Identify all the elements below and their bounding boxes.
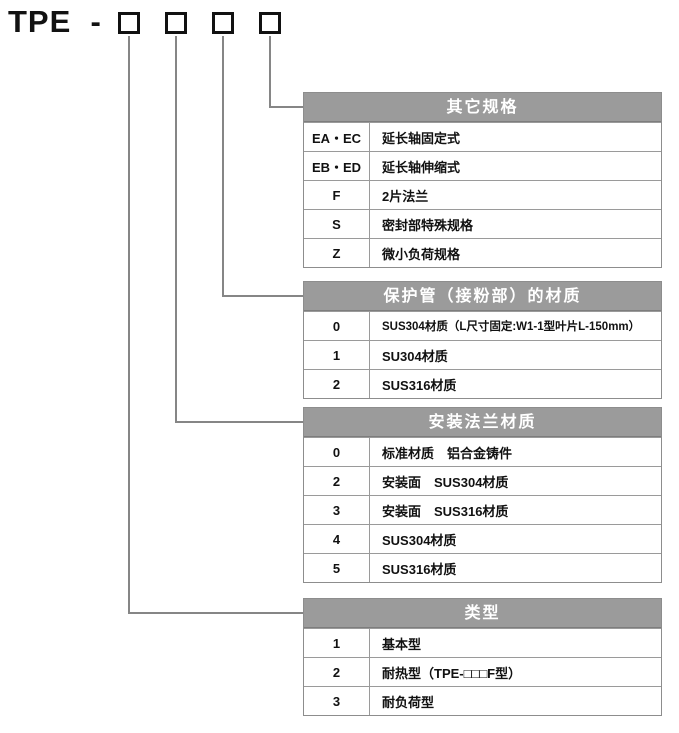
spec-description: SUS316材质	[382, 561, 457, 577]
model-code-box-4-other-spec	[259, 12, 281, 34]
table-row: 0 标准材质 铝合金铸件	[304, 437, 661, 466]
spec-code: 2	[304, 467, 370, 495]
spec-code: 0	[304, 312, 370, 340]
table-row: 3 耐负荷型	[304, 686, 661, 715]
spec-code: 0	[304, 438, 370, 466]
spec-description: 安装面 SUS316材质	[382, 503, 509, 519]
connector-line-box3-horizontal	[222, 295, 305, 297]
table-row: F 2片法兰	[304, 180, 661, 209]
connector-line-box2-horizontal	[175, 421, 305, 423]
table-row: 2 SUS316材质	[304, 369, 661, 398]
spec-code: 1	[304, 341, 370, 369]
spec-description: SUS304材质	[382, 532, 457, 548]
table-row: 3 安装面 SUS316材质	[304, 495, 661, 524]
connector-line-box3-vertical	[222, 36, 224, 296]
spec-description: SUS316材质	[382, 377, 457, 393]
spec-table-title: 保护管（接粉部）的材质	[304, 282, 661, 311]
spec-table-title: 类型	[304, 599, 661, 628]
spec-code: 4	[304, 525, 370, 553]
spec-code: 2	[304, 658, 370, 686]
spec-code: 5	[304, 554, 370, 582]
spec-code: 2	[304, 370, 370, 398]
spec-description: SU304材质	[382, 348, 448, 364]
spec-description: 延长轴固定式	[382, 130, 461, 146]
spec-table-other-spec: 其它规格 EA・EC 延长轴固定式 EB・ED 延长轴伸缩式 F 2片法兰 S …	[303, 92, 662, 268]
table-row: 5 SUS316材质	[304, 553, 661, 582]
model-code-header: TPE -	[0, 0, 679, 56]
spec-table-title: 其它规格	[304, 93, 661, 122]
spec-code: 1	[304, 629, 370, 657]
spec-table-protection-tube-material: 保护管（接粉部）的材质 0 SUS304材质（L尺寸固定:W1-1型叶片L-15…	[303, 281, 662, 399]
spec-description: 基本型	[382, 636, 422, 652]
table-row: 2 安装面 SUS304材质	[304, 466, 661, 495]
spec-code: EA・EC	[304, 123, 370, 151]
model-code-box-2-flange-material	[165, 12, 187, 34]
table-row: 4 SUS304材质	[304, 524, 661, 553]
table-row: S 密封部特殊规格	[304, 209, 661, 238]
spec-description: SUS304材质（L尺寸固定:W1-1型叶片L-150mm）	[382, 321, 641, 333]
spec-description: 耐负荷型	[382, 694, 435, 710]
connector-line-box4-horizontal	[269, 106, 305, 108]
spec-description: 安装面 SUS304材质	[382, 474, 509, 490]
spec-description: 微小负荷规格	[382, 246, 461, 262]
spec-code: EB・ED	[304, 152, 370, 180]
spec-description: 耐热型（TPE-□□□F型）	[382, 665, 522, 681]
connector-line-box1-vertical	[128, 36, 130, 613]
spec-table-mounting-flange-material: 安装法兰材质 0 标准材质 铝合金铸件 2 安装面 SUS304材质 3 安装面…	[303, 407, 662, 583]
spec-description: 延长轴伸缩式	[382, 159, 461, 175]
spec-code: S	[304, 210, 370, 238]
table-row: EB・ED 延长轴伸缩式	[304, 151, 661, 180]
spec-code: 3	[304, 687, 370, 715]
spec-code: Z	[304, 239, 370, 267]
connector-line-box4-vertical	[269, 36, 271, 107]
table-row: EA・EC 延长轴固定式	[304, 122, 661, 151]
spec-code: 3	[304, 496, 370, 524]
spec-description: 标准材质 铝合金铸件	[382, 445, 513, 461]
connector-line-box1-horizontal	[128, 612, 305, 614]
connector-line-box2-vertical	[175, 36, 177, 422]
spec-table-title: 安装法兰材质	[304, 408, 661, 437]
spec-code: F	[304, 181, 370, 209]
model-code-box-3-tube-material	[212, 12, 234, 34]
model-code-box-1-type	[118, 12, 140, 34]
table-row: 0 SUS304材质（L尺寸固定:W1-1型叶片L-150mm）	[304, 311, 661, 340]
spec-table-type: 类型 1 基本型 2 耐热型（TPE-□□□F型） 3 耐负荷型	[303, 598, 662, 716]
table-row: 1 基本型	[304, 628, 661, 657]
model-code-prefix: TPE -	[8, 4, 102, 39]
table-row: 2 耐热型（TPE-□□□F型）	[304, 657, 661, 686]
table-row: Z 微小负荷规格	[304, 238, 661, 267]
spec-description: 2片法兰	[382, 188, 429, 204]
spec-description: 密封部特殊规格	[382, 217, 474, 233]
table-row: 1 SU304材质	[304, 340, 661, 369]
